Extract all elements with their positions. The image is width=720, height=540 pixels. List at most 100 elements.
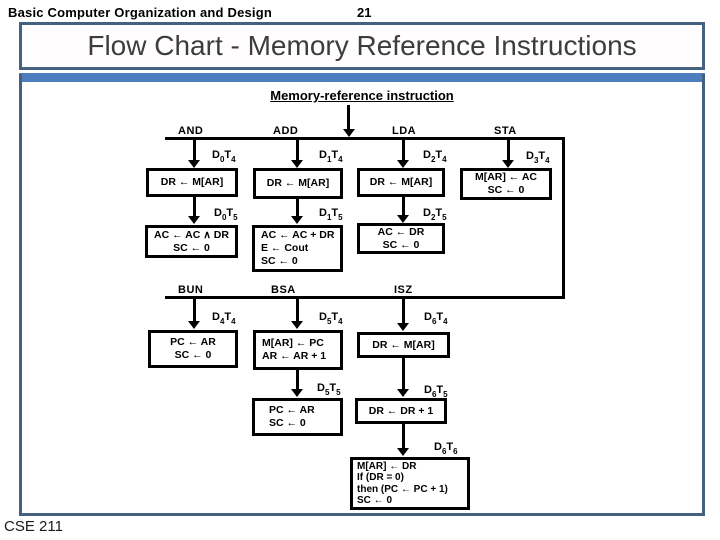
flow-box-line: AR ← AR + 1 bbox=[262, 350, 327, 362]
branch-label-isz: ISZ bbox=[394, 284, 413, 296]
timing-sub: 6 bbox=[453, 447, 458, 457]
flow-line bbox=[562, 137, 565, 299]
timing-sub: 2 bbox=[430, 213, 436, 223]
timing-label-d6t4: D6T4 bbox=[424, 311, 448, 327]
timing-text: D bbox=[317, 382, 325, 394]
timing-label-d5t5: D5T5 bbox=[317, 382, 341, 398]
accent-bar bbox=[19, 73, 705, 82]
flow-box-line: DR ← DR + 1 bbox=[368, 404, 434, 417]
page-number: 21 bbox=[357, 5, 372, 20]
flow-line bbox=[402, 358, 405, 389]
timing-text: T bbox=[435, 207, 443, 219]
timing-sub: 4 bbox=[442, 155, 447, 165]
arrowhead-icon bbox=[397, 389, 409, 397]
timing-sub: 5 bbox=[442, 213, 447, 223]
flow-line bbox=[402, 197, 405, 215]
timing-label-d6t6: D6T6 bbox=[434, 441, 458, 457]
flow-box-lda-t4: DR ← M[AR] bbox=[357, 168, 445, 197]
flow-line bbox=[296, 299, 299, 321]
timing-text: T bbox=[226, 207, 234, 219]
arrowhead-icon bbox=[397, 160, 409, 168]
flow-box-line: PC ← AR bbox=[170, 336, 216, 348]
timing-text: T bbox=[331, 207, 339, 219]
arrowhead-icon bbox=[397, 323, 409, 331]
content-frame bbox=[19, 74, 705, 516]
timing-text: T bbox=[538, 150, 546, 162]
flow-line bbox=[402, 140, 405, 161]
flow-box-line: PC ← AR bbox=[269, 404, 315, 416]
flow-box-line: M[AR] ← AC bbox=[474, 171, 537, 183]
flow-box-line: AC ← AC ∧ DR bbox=[154, 228, 229, 241]
timing-sub: 5 bbox=[326, 317, 332, 327]
flow-box-lda-t5: AC ← DR SC ← 0 bbox=[357, 223, 445, 254]
branch-label-bsa: BSA bbox=[271, 284, 296, 296]
timing-label-d0t5: D0T5 bbox=[214, 207, 238, 223]
flow-line bbox=[347, 105, 350, 129]
flow-box-sta-t4: M[AR] ← AC SC ← 0 bbox=[460, 168, 552, 200]
flow-box-bun-t4: PC ← AR SC ← 0 bbox=[148, 330, 238, 368]
arrowhead-icon bbox=[291, 321, 303, 329]
timing-text: D bbox=[424, 384, 432, 396]
flow-box-line: DR ← M[AR] bbox=[372, 338, 435, 351]
flow-box-line: DR ← M[AR] bbox=[266, 177, 330, 189]
flow-line bbox=[165, 296, 565, 299]
timing-text: D bbox=[212, 311, 220, 323]
arrowhead-icon bbox=[502, 160, 514, 168]
flow-line bbox=[193, 140, 196, 161]
timing-sub: 5 bbox=[338, 213, 343, 223]
branch-label-add: ADD bbox=[273, 125, 299, 137]
flow-box-line: SC ← 0 bbox=[382, 238, 420, 251]
timing-text: D bbox=[212, 149, 220, 161]
timing-text: T bbox=[436, 384, 444, 396]
arrowhead-icon bbox=[291, 216, 303, 224]
timing-text: T bbox=[224, 311, 232, 323]
timing-text: D bbox=[423, 207, 431, 219]
timing-text: T bbox=[435, 149, 443, 161]
timing-sub: 4 bbox=[338, 317, 343, 327]
timing-sub: 4 bbox=[231, 317, 236, 327]
flow-box-line: AC ← DR bbox=[377, 225, 425, 238]
arrowhead-icon bbox=[188, 160, 200, 168]
footer-label: CSE 211 bbox=[4, 518, 63, 535]
flow-box-isz-t5: DR ← DR + 1 bbox=[355, 398, 447, 424]
flow-box-bsa-t4: M[AR] ← PC AR ← AR + 1 bbox=[253, 330, 343, 370]
timing-label-d2t4: D2T4 bbox=[423, 149, 447, 165]
branch-label-bun: BUN bbox=[178, 284, 204, 296]
flow-box-add-t4: DR ← M[AR] bbox=[253, 168, 343, 199]
flow-box-line: DR ← M[AR] bbox=[160, 176, 224, 188]
timing-text: T bbox=[331, 149, 339, 161]
arrowhead-icon bbox=[343, 129, 355, 137]
timing-text: D bbox=[319, 311, 327, 323]
timing-sub: 6 bbox=[431, 390, 437, 400]
timing-text: T bbox=[446, 441, 454, 453]
timing-sub: 0 bbox=[221, 213, 227, 223]
flow-box-line: SC ← 0 bbox=[269, 417, 306, 429]
flow-line bbox=[165, 137, 565, 140]
timing-sub: 6 bbox=[441, 447, 447, 457]
timing-text: T bbox=[224, 149, 232, 161]
flow-line bbox=[193, 197, 196, 217]
flow-box-line: E ← Cout bbox=[261, 242, 309, 254]
flow-box-line: SC ← 0 bbox=[357, 495, 393, 506]
timing-text: D bbox=[434, 441, 442, 453]
course-header: Basic Computer Organization and Design bbox=[8, 5, 273, 20]
flow-box-line: SC ← 0 bbox=[261, 255, 298, 267]
flow-line bbox=[296, 140, 299, 161]
flow-line bbox=[296, 370, 299, 389]
timing-text: D bbox=[526, 150, 534, 162]
flow-box-and-t5: AC ← AC ∧ DR SC ← 0 bbox=[145, 225, 238, 258]
slide-title: Flow Chart - Memory Reference Instructio… bbox=[87, 30, 637, 61]
timing-sub: 4 bbox=[338, 155, 343, 165]
timing-sub: 0 bbox=[219, 155, 225, 165]
flow-box-line: If (DR = 0) bbox=[357, 472, 404, 483]
timing-sub: 5 bbox=[324, 388, 330, 398]
flow-line bbox=[507, 140, 510, 161]
timing-label-d1t5: D1T5 bbox=[319, 207, 343, 223]
timing-sub: 4 bbox=[443, 317, 448, 327]
timing-label-d1t4: D1T4 bbox=[319, 149, 343, 165]
timing-text: D bbox=[214, 207, 222, 219]
timing-sub: 1 bbox=[326, 155, 332, 165]
flow-box-line: M[AR] ← DR bbox=[357, 460, 417, 472]
timing-text: D bbox=[424, 311, 432, 323]
flow-line bbox=[402, 299, 405, 323]
